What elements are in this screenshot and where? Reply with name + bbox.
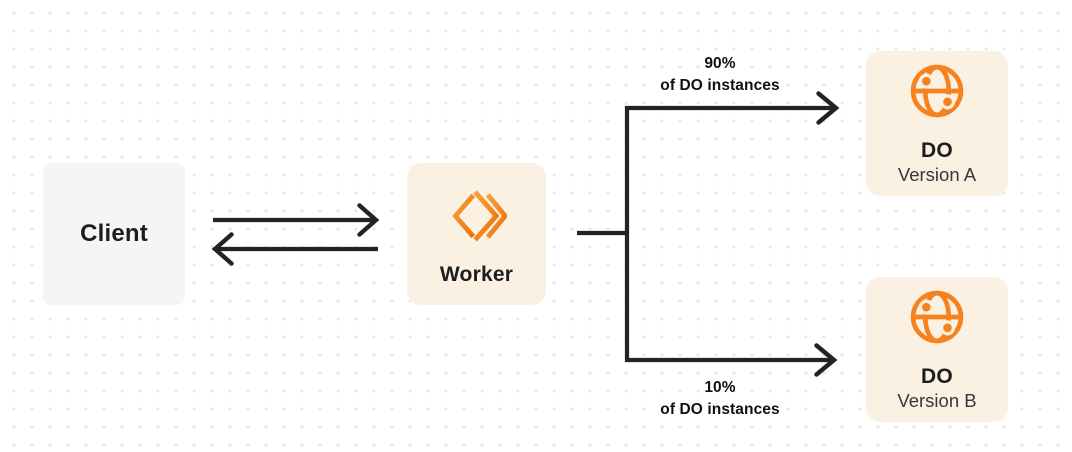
node-worker: Worker [407,163,546,305]
do-b-subtitle: Version B [897,390,977,411]
node-do-version-b: DO Version B [866,277,1008,422]
edge-label-version-a: 90% of DO instances [610,53,830,97]
edge-label-version-b-text: of DO instances [660,401,780,418]
durable-object-globe-icon [907,61,967,121]
workers-chevrons-icon [447,185,508,245]
node-do-version-a: DO Version A [866,51,1008,196]
edge-label-version-b: 10% of DO instances [610,377,830,421]
arrow-worker-to-client [211,232,378,266]
edge-label-version-b-percent: 10% [704,379,736,396]
edge-label-version-a-text: of DO instances [660,77,780,94]
node-client: Client [43,163,185,305]
branch-connector [577,106,630,362]
do-a-subtitle: Version A [897,164,977,185]
durable-object-globe-icon [907,287,967,347]
do-a-title: DO [920,139,954,162]
do-b-title: DO [920,365,954,388]
edge-label-version-a-percent: 90% [704,55,736,72]
arrow-to-do-version-a [625,91,840,125]
worker-label: Worker [439,263,514,286]
arrow-to-do-version-b [625,343,838,377]
client-label: Client [80,220,148,247]
arrow-client-to-worker [213,203,380,237]
